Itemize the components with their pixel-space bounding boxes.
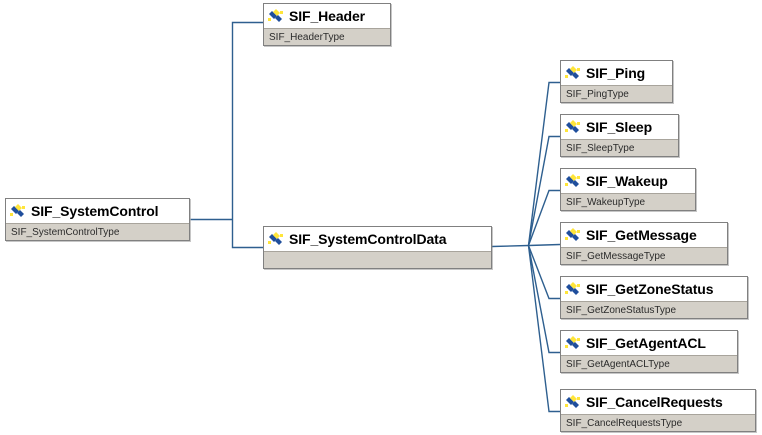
node-title-text: SIF_GetAgentACL [586,335,706,351]
connector-data-stub [491,244,529,248]
xsd-element-icon [565,395,581,409]
node-subtitle-row: SIF_SleepType [561,139,678,156]
xsd-element-icon [268,232,284,246]
connector-to-sif-getzonestatus [527,245,560,300]
connector-to-sif-getmessage [528,243,561,247]
node-sif-getzonestatus[interactable]: SIF_GetZoneStatus SIF_GetZoneStatusType [560,276,748,319]
connector-to-sif-cancelrequests [527,245,560,413]
xsd-element-icon [268,9,284,23]
node-subtitle-text: SIF_SleepType [566,142,635,154]
xsd-element-icon [565,174,581,188]
node-sif-wakeup[interactable]: SIF_Wakeup SIF_WakeupType [560,168,696,211]
node-subtitle-row [264,251,491,268]
node-title-row: SIF_SystemControl [6,199,189,223]
node-subtitle-text: SIF_GetZoneStatusType [566,304,677,316]
node-title-row: SIF_Header [264,4,390,28]
node-title-text: SIF_Sleep [586,119,653,135]
node-sif-cancelrequests[interactable]: SIF_CancelRequests SIF_CancelRequestsTyp… [560,389,756,432]
node-subtitle-text: SIF_PingType [566,88,629,100]
node-subtitle-text: SIF_GetAgentACLType [566,358,670,370]
connector-to-sif-wakeup [527,189,560,246]
node-subtitle-row: SIF_PingType [561,85,672,102]
node-sif-ping[interactable]: SIF_Ping SIF_PingType [560,60,673,103]
node-title-text: SIF_SystemControlData [289,231,447,247]
node-sif-sleep[interactable]: SIF_Sleep SIF_SleepType [560,114,679,157]
node-subtitle-text: SIF_WakeupType [566,196,646,208]
node-subtitle-text: SIF_HeaderType [269,31,345,43]
node-title-text: SIF_Wakeup [586,173,668,189]
xsd-element-icon [565,336,581,350]
node-subtitle-row: SIF_GetMessageType [561,247,727,264]
connector-to-sif-sleep [527,135,560,246]
node-subtitle-text: SIF_CancelRequestsType [566,417,683,429]
node-title-text: SIF_SystemControl [31,203,159,219]
node-subtitle-row: SIF_SystemControlType [6,223,189,240]
node-subtitle-row: SIF_HeaderType [264,28,390,45]
node-subtitle-row: SIF_WakeupType [561,193,695,210]
node-sif-header[interactable]: SIF_Header SIF_HeaderType [263,3,391,46]
node-sif-getagentacl[interactable]: SIF_GetAgentACL SIF_GetAgentACLType [560,330,738,373]
node-subtitle-row: SIF_GetAgentACLType [561,355,737,372]
node-sif-getmessage[interactable]: SIF_GetMessage SIF_GetMessageType [560,222,728,265]
node-title-text: SIF_GetMessage [586,227,697,243]
xsd-element-icon [565,282,581,296]
xsd-element-icon [565,120,581,134]
node-title-text: SIF_Ping [586,65,646,81]
xsd-element-icon [565,228,581,242]
node-title-row: SIF_GetAgentACL [561,331,737,355]
node-title-row: SIF_GetZoneStatus [561,277,747,301]
node-sif-systemcontrol[interactable]: SIF_SystemControl SIF_SystemControlType [5,198,190,241]
connector-to-sif-ping [527,81,560,246]
node-subtitle-row: SIF_CancelRequestsType [561,414,755,431]
node-title-text: SIF_CancelRequests [586,394,723,410]
node-title-row: SIF_GetMessage [561,223,727,247]
node-title-text: SIF_Header [289,8,366,24]
xsd-element-icon [10,204,26,218]
node-title-text: SIF_GetZoneStatus [586,281,714,297]
node-title-row: SIF_Sleep [561,115,678,139]
node-subtitle-row: SIF_GetZoneStatusType [561,301,747,318]
node-title-row: SIF_Ping [561,61,672,85]
connector-to-sif-systemcontroldata [231,219,263,249]
node-title-row: SIF_SystemControlData [264,227,491,251]
node-sif-systemcontroldata[interactable]: SIF_SystemControlData [263,226,492,269]
node-title-row: SIF_CancelRequests [561,390,755,414]
connector-to-sif-getagentacl [527,245,560,354]
node-subtitle-text: SIF_SystemControlType [11,226,120,238]
connector-to-sif-header [231,21,263,220]
xsd-element-icon [565,66,581,80]
node-title-row: SIF_Wakeup [561,169,695,193]
node-subtitle-text: SIF_GetMessageType [566,250,666,262]
